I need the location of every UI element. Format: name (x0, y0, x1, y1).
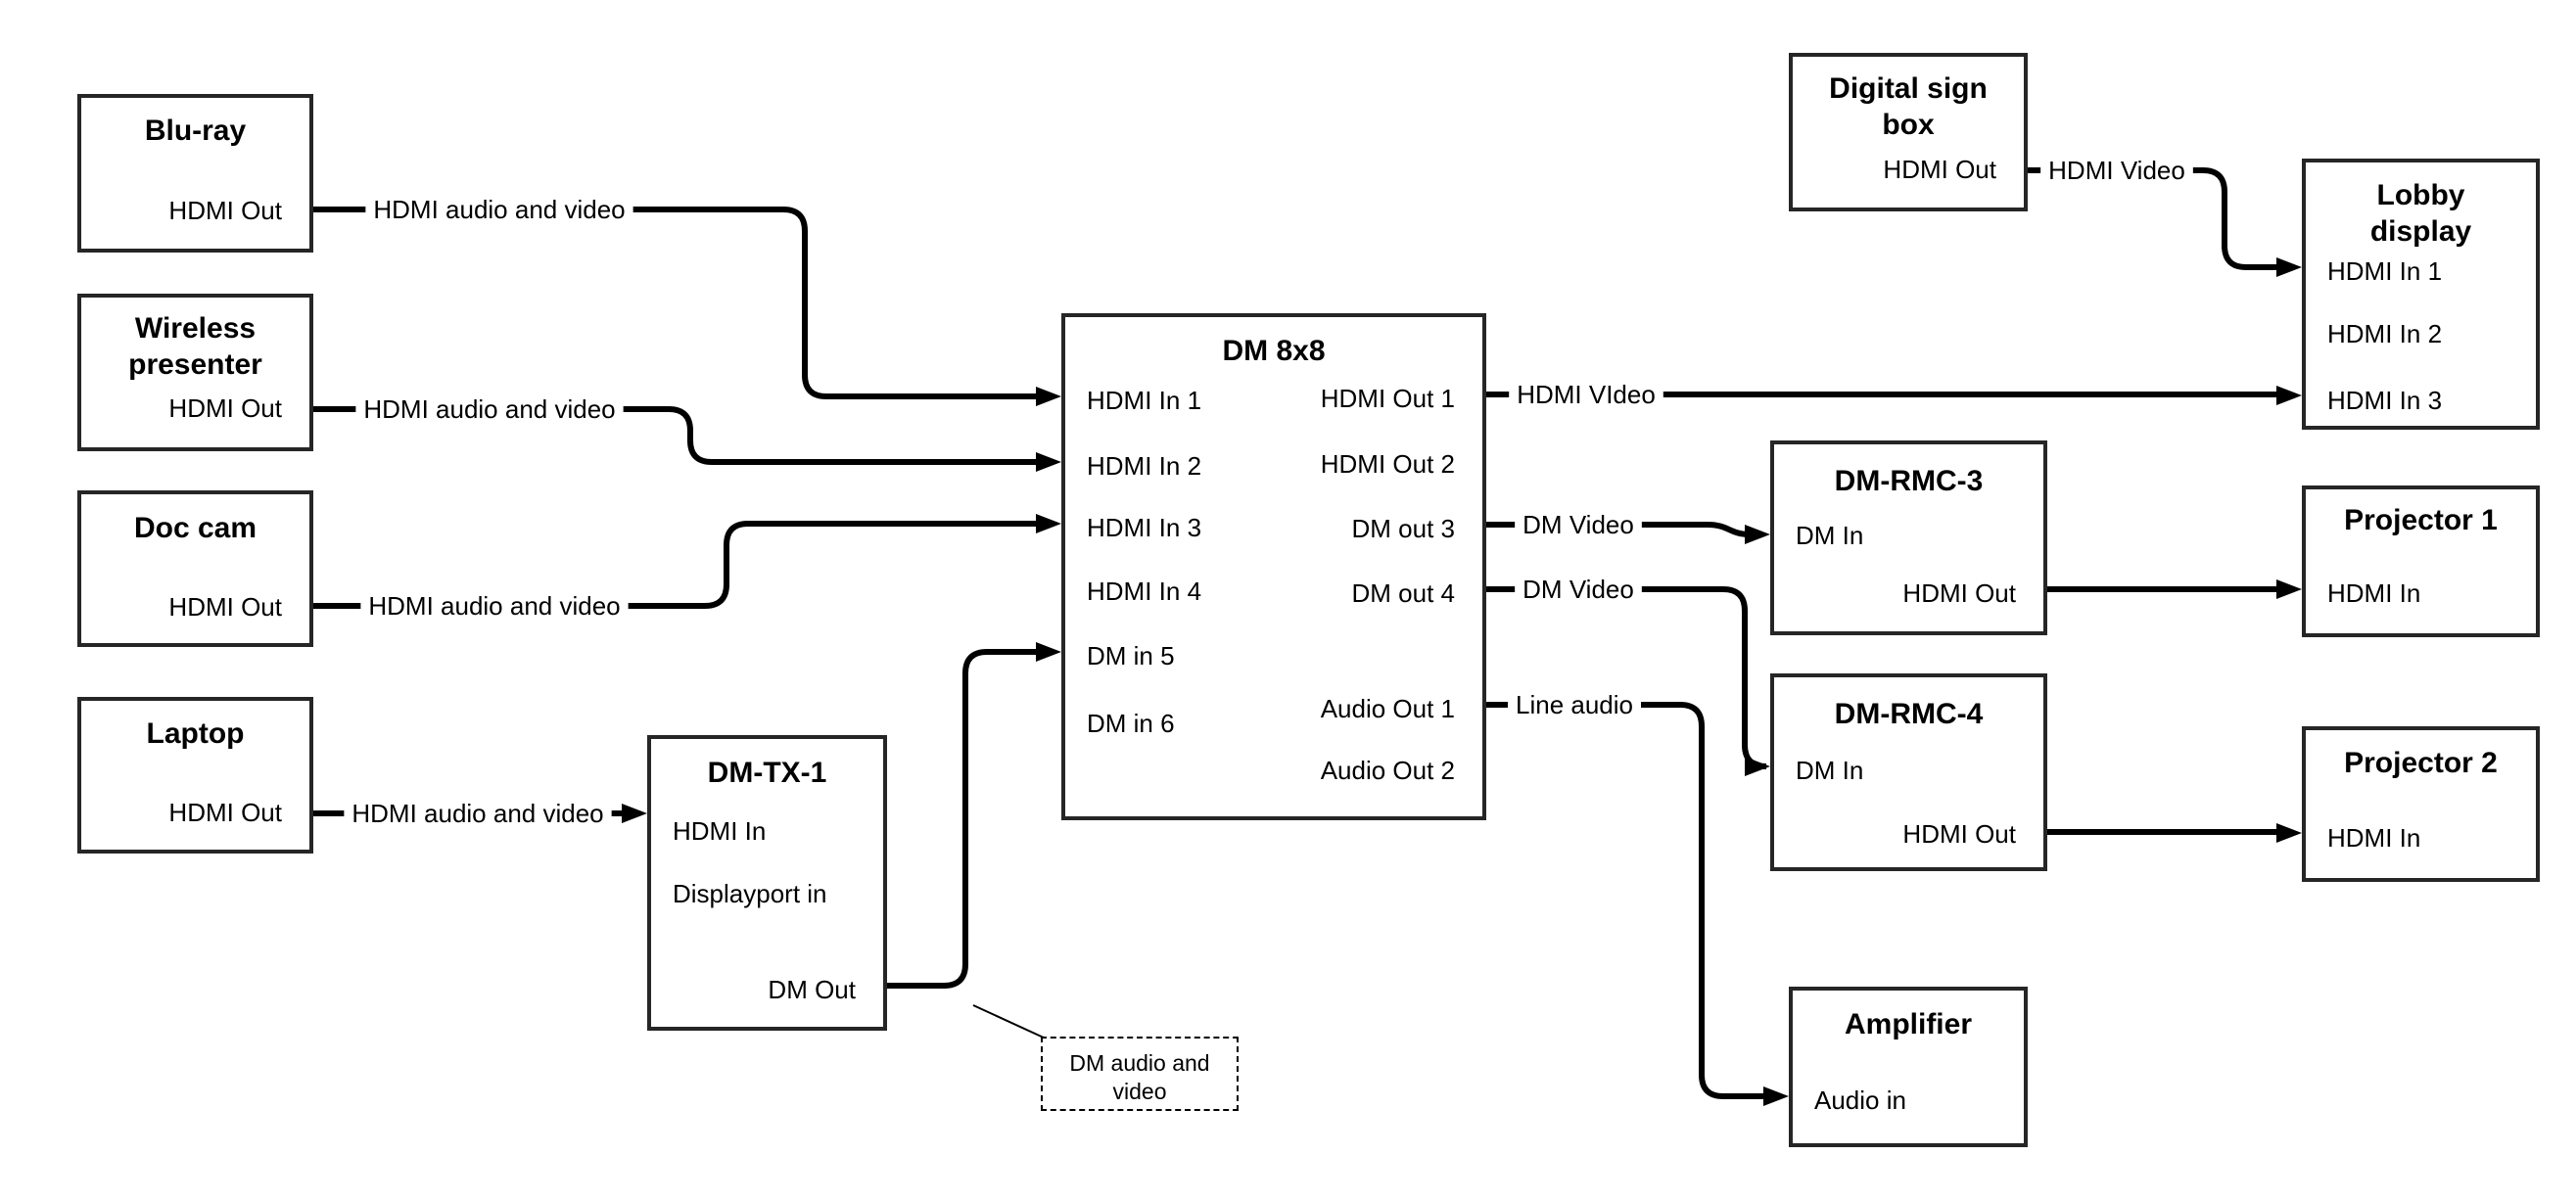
node-title-wireless-presenter: Wireless presenter (128, 312, 262, 381)
port-dmrmc3-hdmi-out: HDMI Out (1902, 578, 2016, 608)
connection-label-doccam-to-dm8x8-hdmi-in-3: HDMI audio and video (368, 591, 620, 621)
port-projector1-hdmi-in: HDMI In (2327, 578, 2421, 608)
connection-label-bg (360, 591, 629, 621)
connection-label-dm8x8-audio1-to-amplifier: Line audio (1516, 690, 1633, 719)
port-dm8x8-hdmi-out-1: HDMI Out 1 (1320, 384, 1455, 413)
port-bluray-hdmi-out: HDMI Out (168, 196, 282, 225)
port-dmrmc4-dm-in: DM In (1796, 756, 1864, 785)
connection-label-dm8x8-out3-to-dmrmc3-dm-in: DM Video (1522, 510, 1634, 539)
connection-digitalsign-to-lobby-in1 (2028, 167, 2280, 270)
connection-label-bg (1515, 510, 1642, 539)
node-title-doc-cam: Doc cam (133, 512, 258, 544)
node-amplifier: Amplifier Audio in (1789, 987, 2028, 1147)
port-lobby-hdmi-in-1: HDMI In 1 (2327, 256, 2443, 286)
node-projector-1: Projector 1 HDMI In (2302, 485, 2540, 637)
port-dm8x8-dm-out-3: DM out 3 (1351, 514, 1456, 543)
arrowhead-dm8x8-out3-to-dmrmc3-dm-in (1745, 525, 1770, 544)
port-dm8x8-hdmi-out-2: HDMI Out 2 (1320, 449, 1455, 479)
arrowhead-wireless-to-dm8x8-hdmi-in-2 (1036, 452, 1061, 472)
connection-dm8x8-audio1-to-amplifier (1486, 702, 1765, 1099)
node-wireless-presenter: Wireless presenter HDMI Out (77, 294, 313, 451)
arrowhead-dm8x8-audio1-to-amplifier (1763, 1086, 1789, 1106)
node-dm-tx-1: DM-TX-1 HDMI In Displayport in DM Out (647, 735, 887, 1031)
node-title-amplifier: Amplifier (1844, 1008, 1973, 1040)
note-dm-audio-and-video: DM audio and video (1041, 1037, 1239, 1111)
connection-label-laptop-to-dmtx1-hdmi-in: HDMI audio and video (351, 799, 603, 828)
node-title-dm-tx-1: DM-TX-1 (707, 757, 827, 789)
connection-label-wireless-to-dm8x8-hdmi-in-2: HDMI audio and video (363, 394, 615, 424)
arrowhead-dm8x8-out4-to-dmrmc4-dm-in (1745, 757, 1770, 776)
port-laptop-hdmi-out: HDMI Out (168, 798, 282, 827)
node-title-projector-2: Projector 2 (2344, 747, 2498, 779)
arrowhead-dmrmc4-to-projector2 (2276, 823, 2302, 843)
port-wireless-hdmi-out: HDMI Out (168, 393, 282, 423)
arrowhead-doccam-to-dm8x8-hdmi-in-3 (1036, 514, 1061, 533)
node-title-laptop: Laptop (146, 717, 245, 750)
arrowhead-laptop-to-dmtx1-hdmi-in (622, 804, 647, 823)
connection-label-bluray-to-dm8x8-hdmi-in-1: HDMI audio and video (373, 195, 625, 224)
port-dm8x8-hdmi-in-2: HDMI In 2 (1087, 451, 1202, 481)
connection-bluray-to-dm8x8-hdmi-in-1 (313, 207, 1040, 399)
arrowhead-digitalsign-to-lobby-in1 (2276, 257, 2302, 277)
node-dm-rmc-3: DM-RMC-3 DM In HDMI Out (1770, 440, 2047, 635)
node-title-bluray: Blu-ray (144, 115, 247, 147)
port-dmrmc4-hdmi-out: HDMI Out (1902, 819, 2016, 849)
connection-label-bg (355, 394, 624, 424)
connection-dm8x8-out4-to-dmrmc4-dm-in (1486, 586, 1767, 769)
node-title-projector-1: Projector 1 (2344, 504, 2498, 536)
arrowhead-bluray-to-dm8x8-hdmi-in-1 (1036, 387, 1061, 406)
node-laptop: Laptop HDMI Out (77, 697, 313, 854)
port-dmrmc3-dm-in: DM In (1796, 521, 1864, 550)
connection-wireless-to-dm8x8-hdmi-in-2 (313, 406, 1040, 465)
port-dmtx1-hdmi-in: HDMI In (673, 816, 767, 846)
node-lobby-display: Lobby display HDMI In 1 HDMI In 2 HDMI I… (2302, 159, 2540, 430)
arrowhead-dm8x8-out1-to-lobby-in3 (2276, 386, 2302, 405)
port-dm8x8-hdmi-in-1: HDMI In 1 (1087, 386, 1202, 415)
arrowhead-dmtx1-to-dm8x8-dm-in-5 (1036, 642, 1061, 662)
node-title-dm-rmc-3: DM-RMC-3 (1834, 465, 1984, 497)
connection-doccam-to-dm8x8-hdmi-in-3 (313, 521, 1040, 609)
connection-dm8x8-out3-to-dmrmc3-dm-in (1486, 522, 1752, 537)
port-dmtx1-dm-out: DM Out (768, 975, 856, 1004)
connection-label-bg (1508, 690, 1641, 719)
node-title-dm-rmc-4: DM-RMC-4 (1834, 698, 1984, 730)
connection-label-bg (1515, 575, 1642, 604)
port-lobby-hdmi-in-3: HDMI In 3 (2327, 386, 2443, 415)
node-dm-8x8: DM 8x8 HDMI In 1 HDMI In 2 HDMI In 3 HDM… (1061, 313, 1486, 820)
port-doccam-hdmi-out: HDMI Out (168, 592, 282, 622)
node-dm-rmc-4: DM-RMC-4 DM In HDMI Out (1770, 673, 2047, 871)
port-dm8x8-dm-in-5: DM in 5 (1087, 641, 1175, 670)
port-dm8x8-hdmi-in-3: HDMI In 3 (1087, 513, 1202, 542)
port-dm8x8-hdmi-in-4: HDMI In 4 (1087, 577, 1202, 606)
note-callout-line (972, 1004, 1047, 1039)
connection-label-bg (365, 195, 633, 224)
node-title-digital-sign-box: Digital sign box (1829, 72, 1988, 141)
port-dm8x8-dm-in-6: DM in 6 (1087, 709, 1175, 738)
connection-label-bg (2040, 156, 2193, 185)
node-projector-2: Projector 2 HDMI In (2302, 726, 2540, 882)
node-digital-sign-box: Digital sign box HDMI Out (1789, 53, 2028, 211)
port-dmtx1-displayport-in: Displayport in (673, 879, 827, 908)
connection-label-bg (344, 799, 612, 828)
arrowhead-dmrmc3-to-projector1 (2276, 579, 2302, 599)
connection-label-bg (1509, 380, 1663, 409)
port-dm8x8-dm-out-4: DM out 4 (1351, 578, 1456, 608)
node-title-dm-8x8: DM 8x8 (1222, 335, 1326, 367)
node-bluray: Blu-ray HDMI Out (77, 94, 313, 253)
port-dm8x8-audio-out-2: Audio Out 2 (1320, 756, 1455, 785)
port-lobby-hdmi-in-2: HDMI In 2 (2327, 319, 2443, 348)
port-amplifier-audio-in: Audio in (1814, 1086, 1906, 1115)
port-digitalsign-hdmi-out: HDMI Out (1883, 155, 1996, 184)
port-projector2-hdmi-in: HDMI In (2327, 823, 2421, 853)
port-dm8x8-audio-out-1: Audio Out 1 (1320, 694, 1455, 723)
node-title-lobby-display: Lobby display (2369, 179, 2472, 248)
connection-label-dm8x8-out1-to-lobby-in3: HDMI VIdeo (1517, 380, 1656, 409)
connection-label-dm8x8-out4-to-dmrmc4-dm-in: DM Video (1522, 575, 1634, 604)
node-doc-cam: Doc cam HDMI Out (77, 490, 313, 647)
connection-dmtx1-to-dm8x8-dm-in-5 (887, 649, 1040, 989)
connection-label-digitalsign-to-lobby-in1: HDMI Video (2048, 156, 2185, 185)
